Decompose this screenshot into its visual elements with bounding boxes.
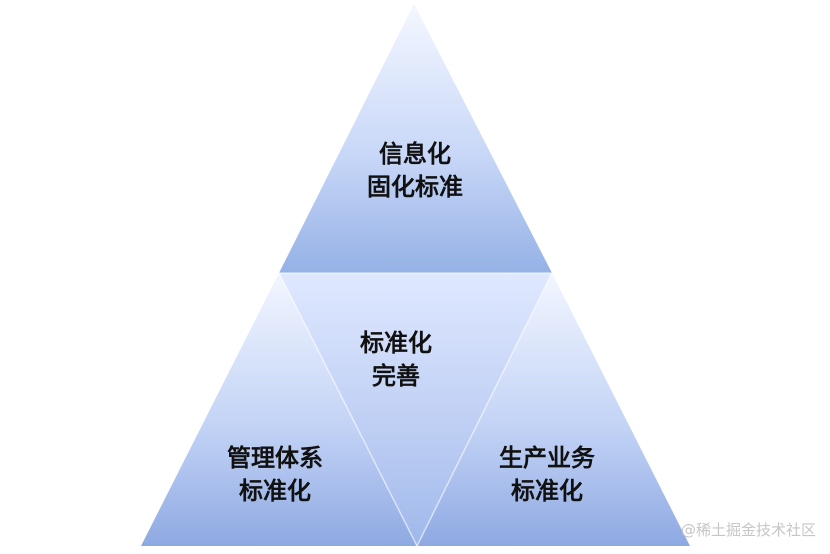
top-triangle [279,4,552,273]
edge-center-right [416,272,553,547]
bottom-right-triangle-label: 生产业务 标准化 [447,442,647,508]
bottom-left-triangle-label: 管理体系 标准化 [175,442,375,508]
edge-center-left [278,272,418,547]
bottom-right-label-line1: 生产业务 [499,444,595,472]
bottom-right-triangle [417,273,690,546]
bottom-left-label-line2: 标准化 [239,477,311,505]
top-triangle-label: 信息化 固化标准 [315,138,515,204]
top-label-line2: 固化标准 [367,173,463,201]
bottom-left-label-line1: 管理体系 [227,444,323,472]
center-label-line2: 完善 [372,362,420,390]
top-label-line1: 信息化 [379,140,451,168]
center-triangle-label: 标准化 完善 [296,327,496,393]
bottom-right-label-line2: 标准化 [511,477,583,505]
bottom-left-triangle [141,273,417,546]
center-label-line1: 标准化 [360,329,432,357]
center-inverted-triangle [279,273,552,546]
watermark-text: @稀土掘金技术社区 [680,521,816,539]
